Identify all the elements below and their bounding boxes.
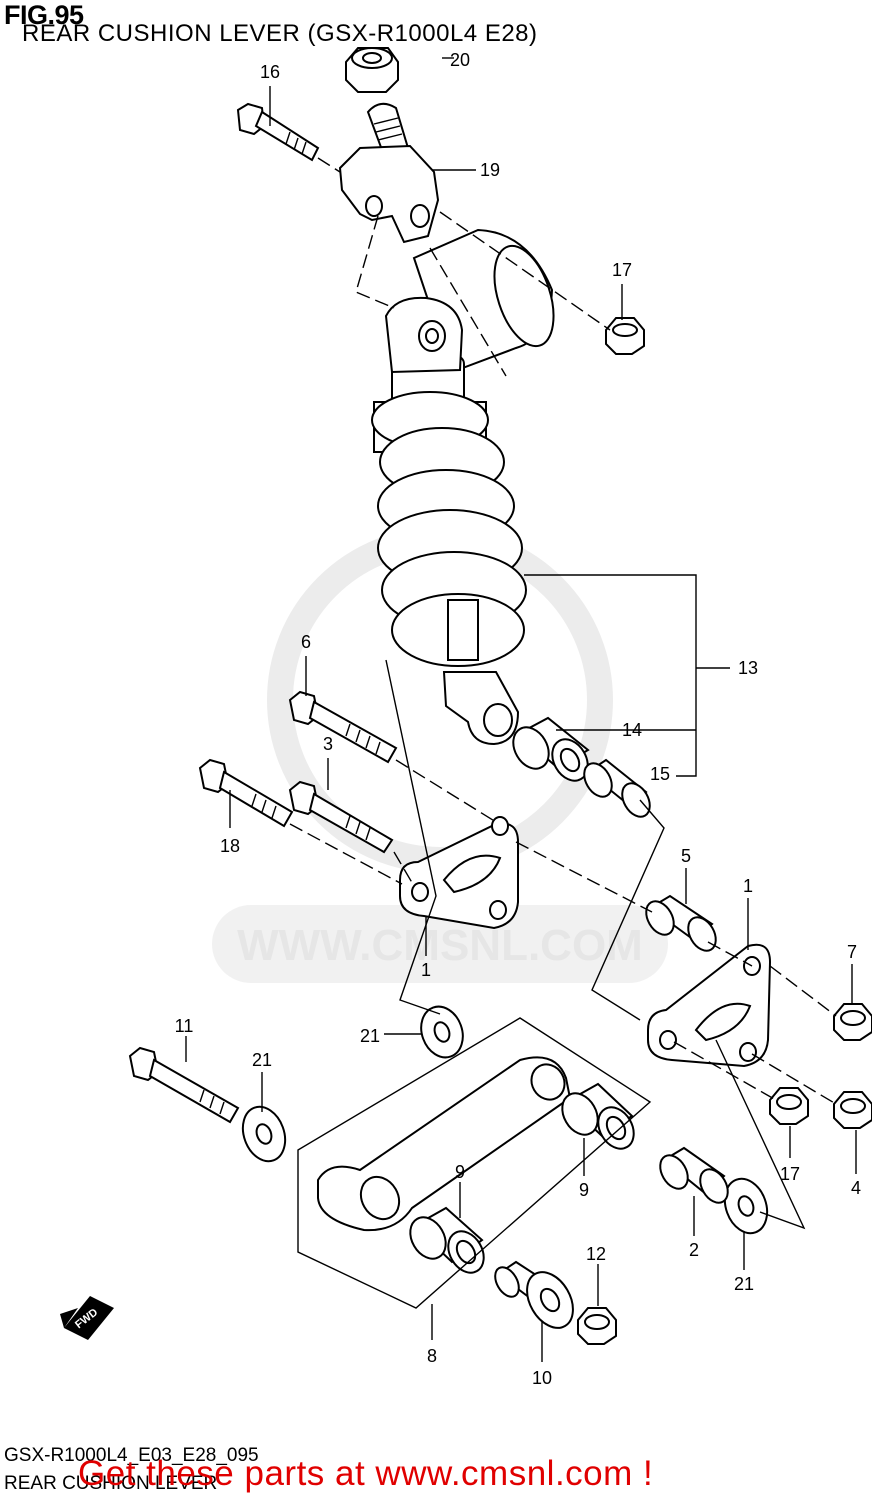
part-21-washer-a (420, 1005, 464, 1059)
shock-shaft (447, 599, 479, 661)
callout-10: 10 (532, 1368, 552, 1388)
callout-1-right: 1 (743, 876, 753, 896)
callout-4: 4 (851, 1178, 861, 1198)
callout-12: 12 (586, 1244, 606, 1264)
callout-21-c: 21 (734, 1274, 754, 1294)
part-1-cushion-rod-plate-left (399, 816, 519, 930)
part-8-cushion-lever (317, 1056, 572, 1232)
callout-21-a: 21 (360, 1026, 380, 1046)
watermark-banner (212, 905, 668, 983)
callout-11: 11 (175, 1016, 194, 1036)
part-15-spacer (583, 758, 651, 818)
callout-13: 13 (738, 658, 758, 678)
watermark-text: WWW.CMSNL.COM (237, 921, 643, 970)
part-9-bearing-right (561, 1082, 635, 1150)
part-17-nut-lower (769, 1087, 809, 1125)
figure-subtitle: REAR CUSHION LEVER (GSX-R1000L4 E28) (22, 20, 538, 47)
callout-numbers: 20 16 19 17 13 6 14 3 15 18 5 1 7 1 11 2… (175, 50, 861, 1388)
fwd-direction-badge: FWD (60, 1296, 114, 1340)
part-20-nut (345, 47, 399, 93)
callout-16: 16 (260, 62, 280, 82)
callout-6: 6 (301, 632, 311, 652)
callout-17-lower: 17 (780, 1164, 800, 1184)
shock-absorber-assembly (371, 228, 555, 746)
part-16-bolt (236, 102, 320, 162)
part-10-flanged-bushing (494, 1260, 574, 1329)
callout-19: 19 (480, 160, 500, 180)
callout-21-b: 21 (252, 1050, 272, 1070)
part-21-washer-b (241, 1105, 287, 1163)
part-5-spacer (645, 894, 717, 952)
callout-8: 8 (427, 1346, 437, 1366)
figure-title: FIG.95 (4, 0, 84, 30)
callout-18: 18 (220, 836, 240, 856)
callout-7: 7 (847, 942, 857, 962)
callout-2: 2 (689, 1240, 699, 1260)
shock-lower-eye-hole (483, 703, 513, 737)
part-17-nut-upper (605, 317, 645, 355)
part-1-cushion-rod-plate-right (647, 943, 772, 1068)
callout-1-left: 1 (421, 960, 431, 980)
part-4-nut (833, 1091, 872, 1129)
callout-17-upper: 17 (612, 260, 632, 280)
part-12-nut (577, 1307, 617, 1345)
footer-diagram-name: REAR CUSHION LEVER (4, 1473, 218, 1494)
part-11-bolt (128, 1046, 240, 1124)
part-3-bolt (288, 780, 394, 854)
callout-3: 3 (323, 734, 333, 754)
part-6-bolt (288, 690, 398, 764)
part-21-washer-c (723, 1177, 769, 1235)
fwd-arrow-icon (60, 1296, 114, 1340)
footer-diagram-code: GSX-R1000L4_E03_E28_095 (4, 1445, 259, 1466)
part-14-bearing (512, 716, 590, 782)
callout-9-left: 9 (455, 1162, 465, 1182)
part-7-nut (833, 1003, 872, 1041)
callout-15: 15 (650, 764, 670, 784)
get-parts-link[interactable]: Get these parts at www.cmsnl.com ! (78, 1454, 654, 1493)
part-9-bearing-left (409, 1206, 485, 1274)
callout-20: 20 (450, 50, 470, 70)
shock-upper-eye-inner (425, 328, 439, 344)
leader-lines (185, 57, 857, 1362)
callout-9-right: 9 (579, 1180, 589, 1200)
callout-14: 14 (622, 720, 642, 740)
part-2-spacer (659, 1146, 729, 1204)
part-18-bolt (198, 758, 294, 828)
part-19-shock-upper-clevis (338, 102, 440, 244)
callout-5: 5 (681, 846, 691, 866)
